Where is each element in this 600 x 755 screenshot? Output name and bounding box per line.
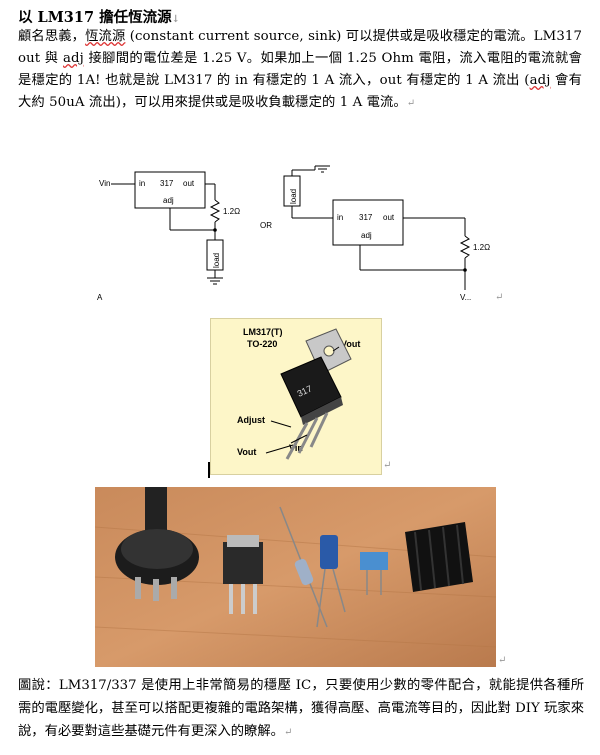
components-photo-drawing [95, 487, 496, 667]
title-text: 以 LM317 擔任恆流源 [18, 9, 172, 26]
circuit-load-label-2: load [289, 189, 298, 204]
photo-return-mark: ↵ [498, 655, 507, 666]
para-return-mark: ↵ [406, 98, 416, 109]
package-vout-top-label: Vout [341, 339, 360, 349]
circuit-out-label-2: out [383, 213, 395, 222]
circuit-vin-label: Vin [99, 179, 110, 188]
package-vout-bottom-label: Vout [237, 447, 256, 457]
circuit-chip-label-2: 317 [359, 213, 373, 222]
circuit-in-label-2: in [337, 213, 343, 222]
caption-return-mark: ↵ [283, 727, 293, 738]
para-term-constant-current: 恆流源 [85, 29, 126, 44]
circuit-adj-label-2: adj [361, 231, 372, 240]
package-adjust-label: Adjust [237, 415, 265, 425]
para-term-adj-2: adj [529, 73, 551, 88]
package-subtitle: TO-220 [247, 339, 277, 349]
figure-caption: 圖說：LM317/337 是使用上非常簡易的穩壓 IC，只要使用少數的零件配合，… [18, 674, 584, 744]
circuit-or-label: OR [260, 221, 272, 230]
text-cursor [208, 462, 210, 478]
package-title: LM317(T) [243, 327, 283, 337]
circuit-in-label: in [139, 179, 145, 188]
document-title: 以 LM317 擔任恆流源↓ [18, 6, 180, 27]
para-text-4: 會有大約 50uA 流出)，可以用來提供或是吸收負載穩定的 1 A 電流。 [18, 73, 582, 110]
components-photo [95, 487, 496, 667]
caption-text: 圖說：LM317/337 是使用上非常簡易的穩壓 IC，只要使用少數的零件配合，… [18, 678, 584, 739]
para-text-1: 顧名思義， [18, 29, 86, 44]
package-return-mark: ↵ [383, 460, 392, 471]
circuit-out-label: out [183, 179, 195, 188]
circuit-diagram: Vin in 317 out adj 1.2Ω load OR A load i… [97, 165, 503, 303]
circuit-res-label: 1.2Ω [223, 207, 240, 216]
to220-package-drawing: LM317(T) TO-220 Vout Adjust Vout Vin 317 [237, 327, 360, 460]
para-text-3: 接腳間的電位差是 1.25 V。如果加上一個 1.25 Ohm 電阻，流入電阻的… [18, 51, 583, 88]
intro-paragraph: 顧名思義，恆流源 (constant current source, sink)… [18, 26, 582, 115]
circuit-adj-label: adj [163, 196, 174, 205]
circuit-load-label: load [212, 253, 221, 268]
circuit-vout-label: V... [460, 293, 471, 302]
circuit-res-label-2: 1.2Ω [473, 243, 490, 252]
title-return-mark: ↓ [171, 14, 180, 25]
circuit-label-a: A [97, 293, 103, 302]
circuit-return-mark: ↵ [495, 292, 503, 303]
package-vin-label: Vin [289, 443, 303, 453]
circuit-chip-label: 317 [160, 179, 174, 188]
to220-package-figure: LM317(T) TO-220 Vout Adjust Vout Vin 317 [210, 318, 382, 475]
para-text-2: (constant current source, sink) 可以提供或是吸收… [18, 29, 582, 66]
para-term-adj-1: adj [63, 51, 84, 66]
